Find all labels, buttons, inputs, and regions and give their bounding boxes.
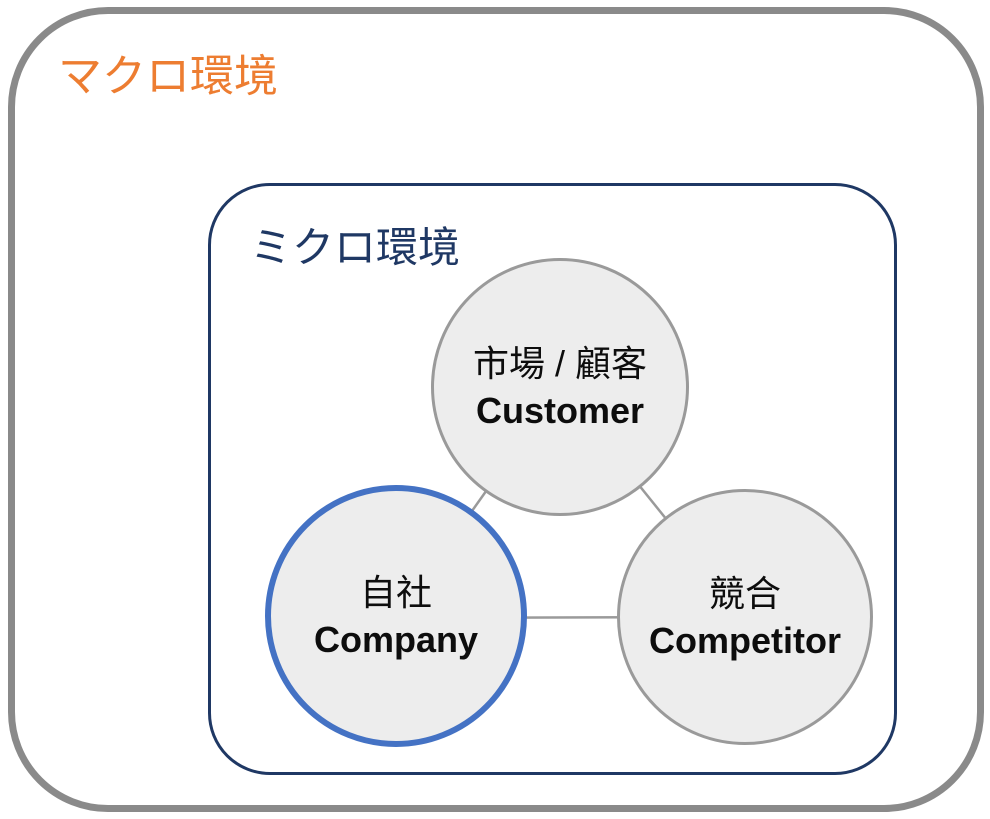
competitor-label-jp: 競合 — [708, 573, 781, 614]
macro-environment-label: マクロ環境 — [58, 52, 278, 101]
customer-label-jp: 市場 / 顧客 — [472, 343, 647, 384]
competitor-label-en: Competitor — [649, 620, 841, 661]
customer-label-en: Customer — [475, 390, 645, 431]
micro-environment-label: ミクロ環境 — [250, 224, 461, 271]
company-label-en: Company — [313, 619, 479, 660]
company-label-jp: 自社 — [359, 572, 432, 613]
node-competitor: 競合 Competitor — [617, 489, 873, 745]
node-company: 自社 Company — [265, 485, 527, 747]
node-customer: 市場 / 顧客 Customer — [431, 258, 689, 516]
